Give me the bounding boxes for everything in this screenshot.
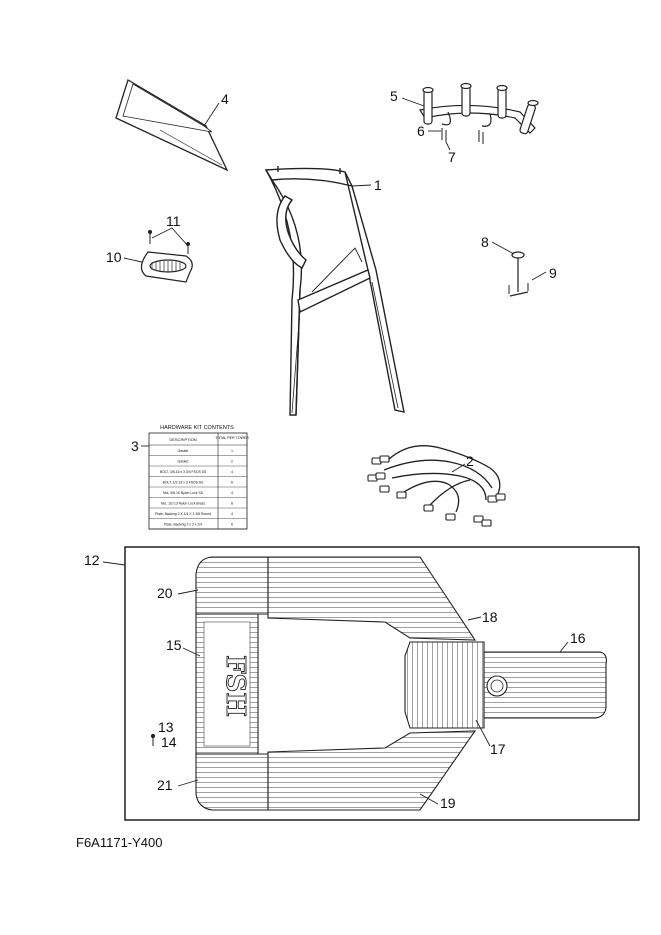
- hk-row-total: 1: [231, 449, 233, 453]
- hk-col-description: DESCRIPTION: [169, 437, 196, 442]
- leader-20: [177, 589, 199, 595]
- part-10-light: [140, 251, 193, 283]
- hk-row-total: 6: [231, 481, 233, 485]
- leader-11: [151, 227, 189, 247]
- callout-14: 14: [161, 734, 177, 750]
- callout-19: 19: [440, 795, 456, 811]
- callout-3: 3: [131, 438, 139, 454]
- mat-18: [267, 556, 477, 641]
- part-1-tower-frame: [264, 166, 405, 416]
- hardware-kit-title: HARDWARE KIT CONTENTS: [160, 425, 234, 431]
- part-3-hardware-kit-card: HARDWARE KIT CONTENTS DESCRIPTION TOTAL …: [148, 425, 249, 530]
- hk-row-total: 2: [231, 460, 233, 464]
- callout-11: 11: [166, 213, 181, 229]
- figure-code: F6A1171-Y400: [76, 835, 163, 850]
- callout-5: 5: [390, 88, 398, 104]
- callout-7: 7: [448, 149, 456, 165]
- part-6-7-screws: [441, 128, 484, 144]
- leader-12: [102, 561, 126, 566]
- leader-1: [351, 184, 372, 187]
- callout-16: 16: [570, 630, 586, 646]
- part-2-wiring-harness: [367, 445, 506, 527]
- mat-logo: FSH: [220, 655, 250, 717]
- hk-row-description: Plate, Backing 2 x 2 x 1/4: [164, 523, 202, 527]
- callout-20: 20: [157, 585, 173, 601]
- leader-2: [451, 463, 466, 473]
- leader-18: [467, 616, 482, 621]
- callout-9: 9: [549, 265, 557, 281]
- leader-10: [123, 257, 143, 263]
- callout-13: 13: [158, 719, 174, 735]
- leader-5: [401, 97, 425, 107]
- callout-12: 12: [84, 552, 100, 568]
- mat-17: [404, 641, 485, 729]
- leader-8: [491, 241, 515, 255]
- part-4-panel: [115, 79, 229, 172]
- mat-21: [195, 753, 269, 811]
- callout-4: 4: [221, 91, 229, 107]
- hk-row-description: Nut, 1/2-13 Nylon Lock Brass: [161, 502, 205, 506]
- hk-row-total: 6: [231, 523, 233, 527]
- hk-row-total: 6: [231, 502, 233, 506]
- part-5-rod-holder-rack: [419, 82, 539, 135]
- mat-set: FSH: [195, 556, 607, 811]
- part-9-nuts: [508, 283, 529, 294]
- hk-row-description: BOLT, 1/2-13 x 3 FSOS SS: [163, 481, 205, 485]
- leader-7: [445, 141, 451, 151]
- callout-8: 8: [481, 234, 489, 250]
- mat-16: [483, 651, 607, 719]
- hk-row-description: Gasket: [178, 460, 189, 464]
- part-12-mat-kit-box: [124, 546, 640, 821]
- leader-17: [475, 719, 491, 747]
- callout-15: 15: [166, 637, 182, 653]
- hk-row-description: Nut, 3/8-16 Nylon Lock SS: [163, 491, 204, 495]
- mat-20: [195, 556, 269, 615]
- leader-19: [419, 793, 439, 805]
- hk-row-description: BOLT, 3/8-16 x 3 3/4 FSOS SS: [160, 470, 207, 474]
- part-8-bolt: [509, 251, 529, 297]
- mat-19: [267, 730, 477, 811]
- callout-2: 2: [466, 453, 474, 469]
- leader-16: [559, 641, 569, 653]
- hk-row-description: Plate, Backing 3 X 1/4 X 3 3/8 Round: [155, 512, 211, 516]
- leader-15: [182, 647, 201, 657]
- leader-9: [531, 271, 547, 281]
- callout-18: 18: [482, 609, 498, 625]
- callout-10: 10: [106, 249, 122, 265]
- part-11-screws: [148, 230, 190, 254]
- hk-row-total: 4: [231, 512, 233, 516]
- hk-row-description: Gasket: [178, 449, 189, 453]
- leader-4: [203, 102, 220, 127]
- callout-6: 6: [417, 123, 425, 139]
- leader-21: [177, 779, 199, 787]
- callout-17: 17: [490, 741, 506, 757]
- part-13-14-fasteners: [150, 733, 156, 746]
- callout-1: 1: [374, 177, 382, 193]
- hk-col-total: TOTAL PER TOWER: [215, 436, 249, 440]
- hk-row-total: 4: [231, 491, 233, 495]
- hk-row-total: 4: [231, 470, 233, 474]
- callout-21: 21: [157, 777, 173, 793]
